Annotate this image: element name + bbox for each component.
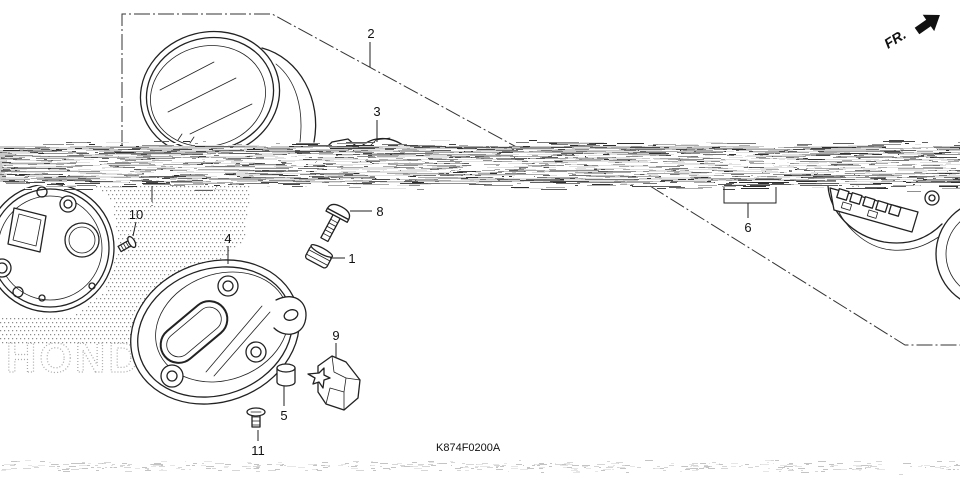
connector-pin-block [849,192,863,205]
clamp-fold-lower [325,377,347,411]
bottom-ghost-noise [1,460,960,475]
case-glass [150,45,266,147]
speedometer-face [0,195,103,301]
collar-top [276,363,296,373]
screw-threads [120,241,130,251]
housing-boss-top [217,275,239,297]
mount-boss-hole [63,199,73,209]
circuit-assembly-outline [649,185,960,346]
housing-boss-bottom-hole [166,370,178,382]
circuit-mount-boss [924,190,940,206]
housing-ear-hole [283,309,299,321]
callout-8: 8 [376,204,383,219]
connector-pin-block [866,209,879,219]
speedometer-display-frame [7,207,47,253]
figure-code: K874F0200A [436,442,501,454]
housing-rib [205,305,271,377]
circuit-tray-edge-lower [833,199,947,251]
bolt-head [326,203,351,221]
grommet-top [310,244,334,258]
connector-pin-block [862,196,876,209]
callout-9: 9 [332,328,339,343]
callout-5: 5 [280,408,287,423]
grommet-rings [306,249,331,266]
tachometer-circuit-unit [827,185,960,300]
leader-lines [132,42,777,441]
callout-4: 4 [224,231,231,246]
connector-pin-block [836,188,850,201]
connector-pin-block [840,201,853,211]
noise-streaks [0,142,960,189]
housing-boss-right-hole [250,346,262,358]
meter-assembly-outline [121,13,523,151]
speedometer-rim [0,188,110,308]
glass-reflection-lines [159,61,253,135]
glass-tick-marks [177,133,195,144]
part-10-screw [117,235,137,253]
leader-10 [132,221,137,237]
small-screw [38,294,46,302]
collar-body [276,367,296,387]
connector-pin-block [875,200,889,213]
front-arrow-icon [914,14,940,35]
circuit-mount-hole [928,194,936,202]
assembly-outline-lines [121,13,960,346]
clamp-body [317,355,361,411]
speedometer-display [12,213,42,247]
scan-noise-band [0,140,960,192]
part-8-bolt [320,203,351,243]
part-4-meter-housing [130,259,307,405]
case-back-edge [261,47,317,143]
part-11-screw [246,407,266,428]
callout-1: 1 [348,251,355,266]
housing-boss-bottom [160,364,184,388]
connector-pin-block [888,204,902,217]
indicator-lamp [36,186,48,198]
callout-3: 3 [373,104,380,119]
case-back-edge-inner [275,63,302,143]
callout-labels: 2 3 6 10 4 8 1 9 5 11 [129,26,752,458]
part-5-collar [276,363,296,387]
housing-opening-inner [166,306,222,358]
part-9-clamp [307,355,361,411]
ghost-streaks [1,460,951,473]
clamp-push-nut [307,367,331,389]
mount-boss-left-hole [0,262,8,274]
tachometer-rim [945,221,960,287]
screw-head [127,235,137,249]
bracket-6 [723,187,777,204]
speedometer-dial [64,222,100,258]
callout-6: 6 [744,220,751,235]
screw-threads [251,416,261,426]
speedometer-unit [0,183,115,313]
callout-10: 10 [129,207,143,222]
bolt-threads [322,218,339,238]
tachometer-body [935,208,960,300]
indicator-lamp-lower [12,286,24,298]
mount-boss [59,195,77,213]
housing-opening [159,300,229,364]
callout-11: 11 [251,443,265,458]
part-1-grommet [304,244,334,269]
housing-boss-top-hole [222,280,234,292]
speedometer-dial-inner [68,226,96,254]
ghost-streaks [2,460,960,473]
clamp-fold-upper [331,355,361,381]
ghost-streaks [2,460,959,475]
bracket-edge [369,137,391,147]
small-screw-right [88,282,96,290]
callout-2: 2 [367,26,374,41]
housing-boss-right [245,341,267,363]
